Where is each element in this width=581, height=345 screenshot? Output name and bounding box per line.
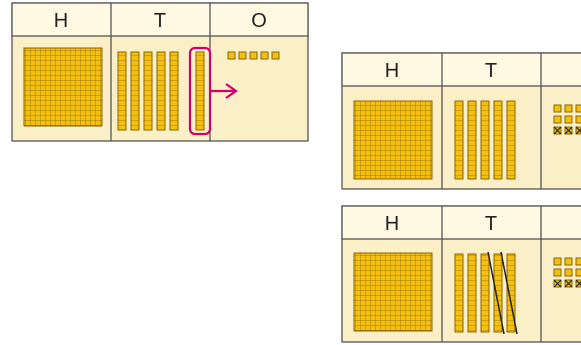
- ten-rod: [455, 101, 463, 179]
- crossed-one-cube: [554, 127, 561, 134]
- crossed-one-cube: [565, 127, 572, 134]
- table-regrouped: H T O: [342, 53, 581, 189]
- crossed-one-cube: [576, 280, 581, 287]
- one-cube: [554, 258, 561, 265]
- one-cube: [554, 105, 561, 112]
- header-tens: T: [485, 60, 497, 82]
- ten-rod: [481, 254, 489, 332]
- one-cube: [250, 52, 257, 59]
- one-cube: [261, 52, 268, 59]
- table-regrouped-header-row: [342, 53, 581, 86]
- ten-rod: [507, 101, 515, 179]
- one-cube: [576, 116, 581, 123]
- one-cube: [576, 269, 581, 276]
- one-cube: [576, 258, 581, 265]
- one-cube: [554, 116, 561, 123]
- table-start: H T O: [12, 3, 308, 141]
- table-subtract-header-row: [342, 206, 581, 239]
- hundred-flat: [24, 48, 102, 126]
- ten-rod: [118, 52, 126, 130]
- header-tens: T: [485, 213, 497, 235]
- ten-rod: [468, 254, 476, 332]
- header-hundreds: H: [54, 10, 68, 32]
- ones-cubes: [554, 258, 581, 287]
- crossed-one-cube: [565, 280, 572, 287]
- one-cube: [239, 52, 246, 59]
- hundred-flat: [354, 101, 432, 179]
- ten-rod: [170, 52, 178, 130]
- table-subtract: H T O: [342, 206, 581, 342]
- header-ones: O: [251, 10, 267, 32]
- header-hundreds: H: [385, 213, 399, 235]
- one-cube: [565, 269, 572, 276]
- ten-rod: [494, 101, 502, 179]
- one-cube: [272, 52, 279, 59]
- crossed-one-cube: [554, 280, 561, 287]
- ten-rod: [455, 254, 463, 332]
- hundred-flat: [354, 253, 432, 331]
- ones-cubes: [554, 105, 581, 134]
- ten-rod: [144, 52, 152, 130]
- ten-rod: [481, 101, 489, 179]
- ten-rod: [196, 52, 204, 130]
- one-cube: [565, 105, 572, 112]
- one-cube: [576, 105, 581, 112]
- one-cube: [565, 116, 572, 123]
- one-cube: [554, 269, 561, 276]
- ten-rod: [157, 52, 165, 130]
- header-hundreds: H: [385, 60, 399, 82]
- header-tens: T: [154, 10, 166, 32]
- ten-rod: [468, 101, 476, 179]
- crossed-one-cube: [576, 127, 581, 134]
- ten-rod: [131, 52, 139, 130]
- one-cube: [565, 258, 572, 265]
- one-cube: [228, 52, 235, 59]
